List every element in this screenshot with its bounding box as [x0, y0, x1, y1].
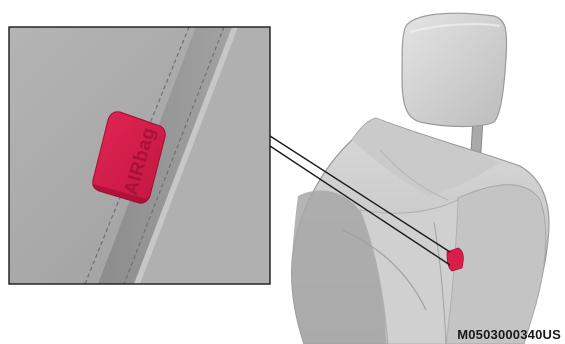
zoom-detail-panel: AIRbag — [9, 27, 270, 284]
seat-illustration — [292, 13, 549, 344]
figure-code: M0503000340US — [457, 327, 561, 342]
